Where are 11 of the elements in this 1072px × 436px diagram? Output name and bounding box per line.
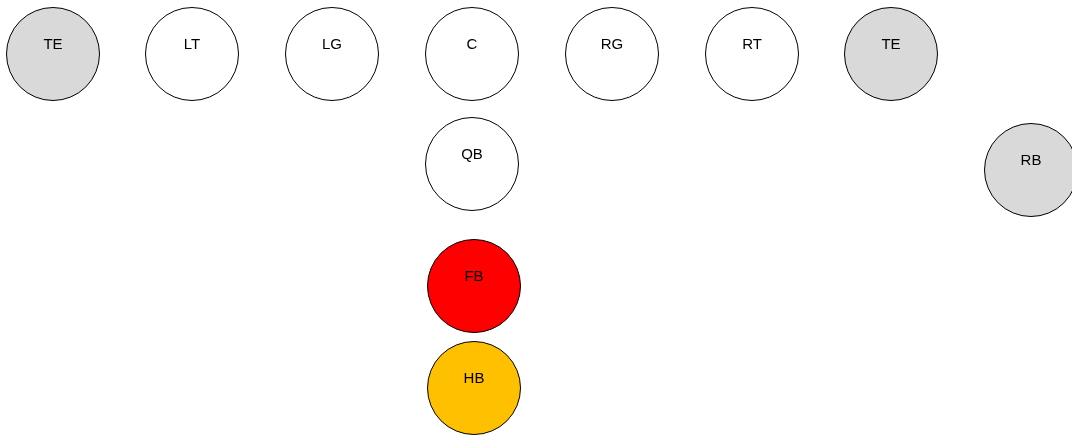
position-label: FB	[464, 267, 484, 284]
position-label: C	[466, 35, 478, 52]
position-label: HB	[463, 369, 485, 386]
position-label: LG	[322, 35, 342, 52]
position-label: TE	[43, 35, 63, 52]
position-label: RT	[742, 35, 762, 52]
position-label: RB	[1020, 151, 1042, 168]
position-label: LT	[183, 35, 201, 52]
position-label: TE	[881, 35, 901, 52]
position-label: RG	[600, 35, 624, 52]
position-label: QB	[461, 145, 483, 162]
